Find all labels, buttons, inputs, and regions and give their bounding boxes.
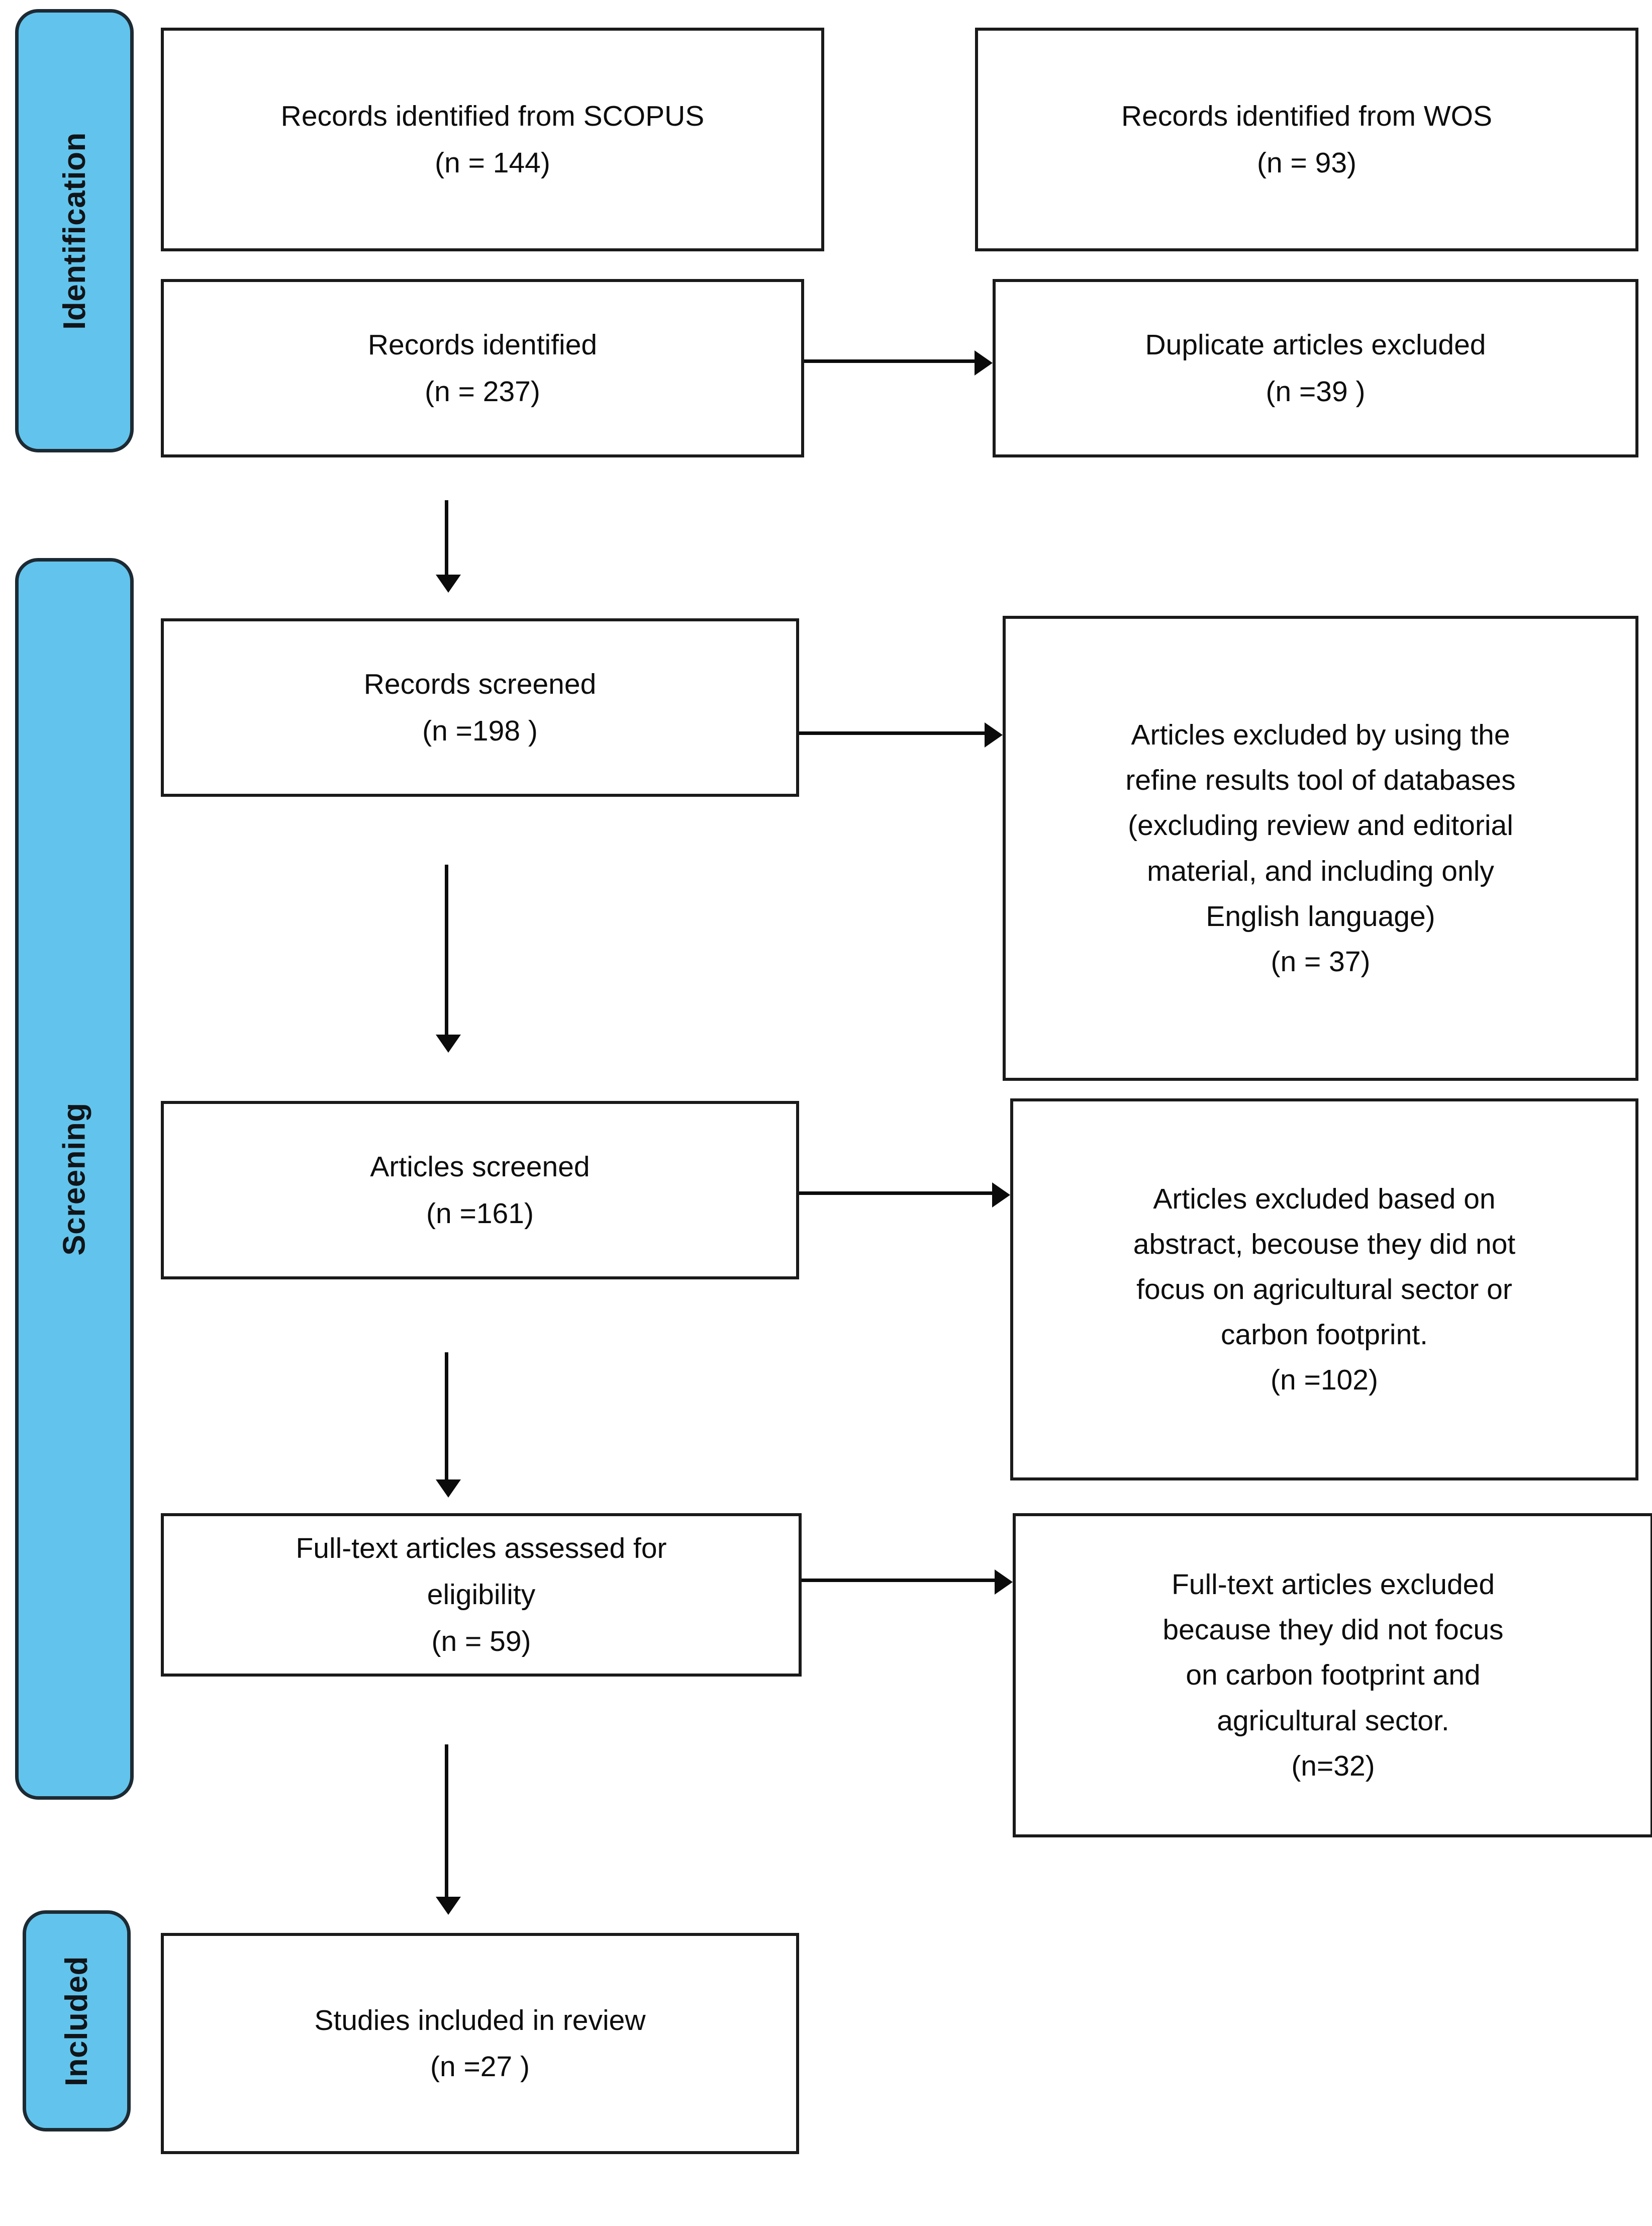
box-line: refine results tool of databases	[1125, 764, 1516, 797]
stage-label-included: Included	[59, 1956, 94, 2086]
box-line: (n = 144)	[435, 146, 550, 179]
arrow-fulltext-to-fulltext-excluded	[802, 1569, 1013, 1595]
box-line: material, and including only	[1147, 855, 1494, 887]
arrow-identified-to-records-screened	[436, 500, 461, 593]
box-line: focus on agricultural sector or	[1136, 1273, 1512, 1306]
box-articles-excluded-abstract: Articles excluded based on abstract, bec…	[1010, 1098, 1638, 1480]
box-records-identified-total: Records identified (n = 237)	[161, 279, 804, 457]
stage-bar-identification: Identification	[15, 9, 134, 452]
box-duplicate-articles-excluded: Duplicate articles excluded (n =39 )	[993, 279, 1638, 457]
box-line: Articles excluded based on	[1153, 1182, 1496, 1215]
box-line: Full-text articles assessed for	[296, 1532, 667, 1564]
stage-bar-screening: Screening	[15, 558, 134, 1800]
box-fulltext-assessed-eligibility: Full-text articles assessed for eligibil…	[161, 1513, 802, 1677]
box-records-screened: Records screened (n =198 )	[161, 618, 799, 797]
box-line: Articles screened	[370, 1151, 590, 1183]
box-line: (n =27 )	[430, 2051, 530, 2083]
box-records-identified-scopus: Records identified from SCOPUS (n = 144)	[161, 28, 824, 251]
box-line: (excluding review and editorial	[1128, 809, 1513, 842]
box-line: Records screened	[363, 668, 597, 701]
box-line: (n =39 )	[1266, 375, 1366, 408]
stage-label-identification: Identification	[57, 132, 92, 330]
box-line: Articles excluded by using the	[1131, 719, 1510, 752]
box-line: Studies included in review	[314, 2004, 646, 2036]
arrow-records-screened-to-refine-excluded	[799, 722, 1003, 748]
box-line: Records identified	[367, 329, 598, 361]
stage-bar-included: Included	[23, 1910, 131, 2131]
box-line: English language)	[1206, 900, 1435, 933]
box-line: (n = 93)	[1256, 146, 1357, 179]
arrow-fulltext-to-studies-included	[436, 1744, 461, 1915]
box-line: (n = 237)	[425, 375, 540, 408]
box-articles-excluded-refine-tool: Articles excluded by using the refine re…	[1003, 616, 1638, 1081]
box-line: (n=32)	[1291, 1749, 1375, 1782]
box-line: on carbon footprint and	[1186, 1659, 1481, 1692]
box-line: (n = 37)	[1271, 945, 1371, 978]
box-line: abstract, becouse they did not	[1133, 1228, 1516, 1260]
arrow-articles-screened-to-abstract-excluded	[799, 1182, 1010, 1208]
box-line: (n =161)	[426, 1197, 534, 1230]
box-line: eligibility	[427, 1579, 536, 1611]
arrow-articles-screened-to-fulltext	[436, 1352, 461, 1498]
box-line: Records identified from WOS	[1121, 100, 1493, 133]
box-line: Full-text articles excluded	[1171, 1568, 1495, 1601]
box-fulltext-articles-excluded: Full-text articles excluded because they…	[1013, 1513, 1652, 1837]
box-line: agricultural sector.	[1217, 1704, 1449, 1737]
box-line: (n =198 )	[422, 714, 538, 747]
box-line: Records identified from SCOPUS	[280, 100, 705, 133]
arrow-records-screened-to-articles-screened	[436, 865, 461, 1053]
box-line: Duplicate articles excluded	[1145, 329, 1486, 361]
box-line: because they did not focus	[1162, 1614, 1504, 1646]
box-line: carbon footprint.	[1221, 1319, 1428, 1351]
box-studies-included-in-review: Studies included in review (n =27 )	[161, 1933, 799, 2154]
stage-label-screening: Screening	[57, 1102, 92, 1256]
box-line: (n = 59)	[431, 1625, 531, 1657]
box-articles-screened: Articles screened (n =161)	[161, 1101, 799, 1279]
arrow-identified-to-duplicates	[804, 350, 993, 376]
box-line: (n =102)	[1271, 1364, 1378, 1397]
box-records-identified-wos: Records identified from WOS (n = 93)	[975, 28, 1638, 251]
